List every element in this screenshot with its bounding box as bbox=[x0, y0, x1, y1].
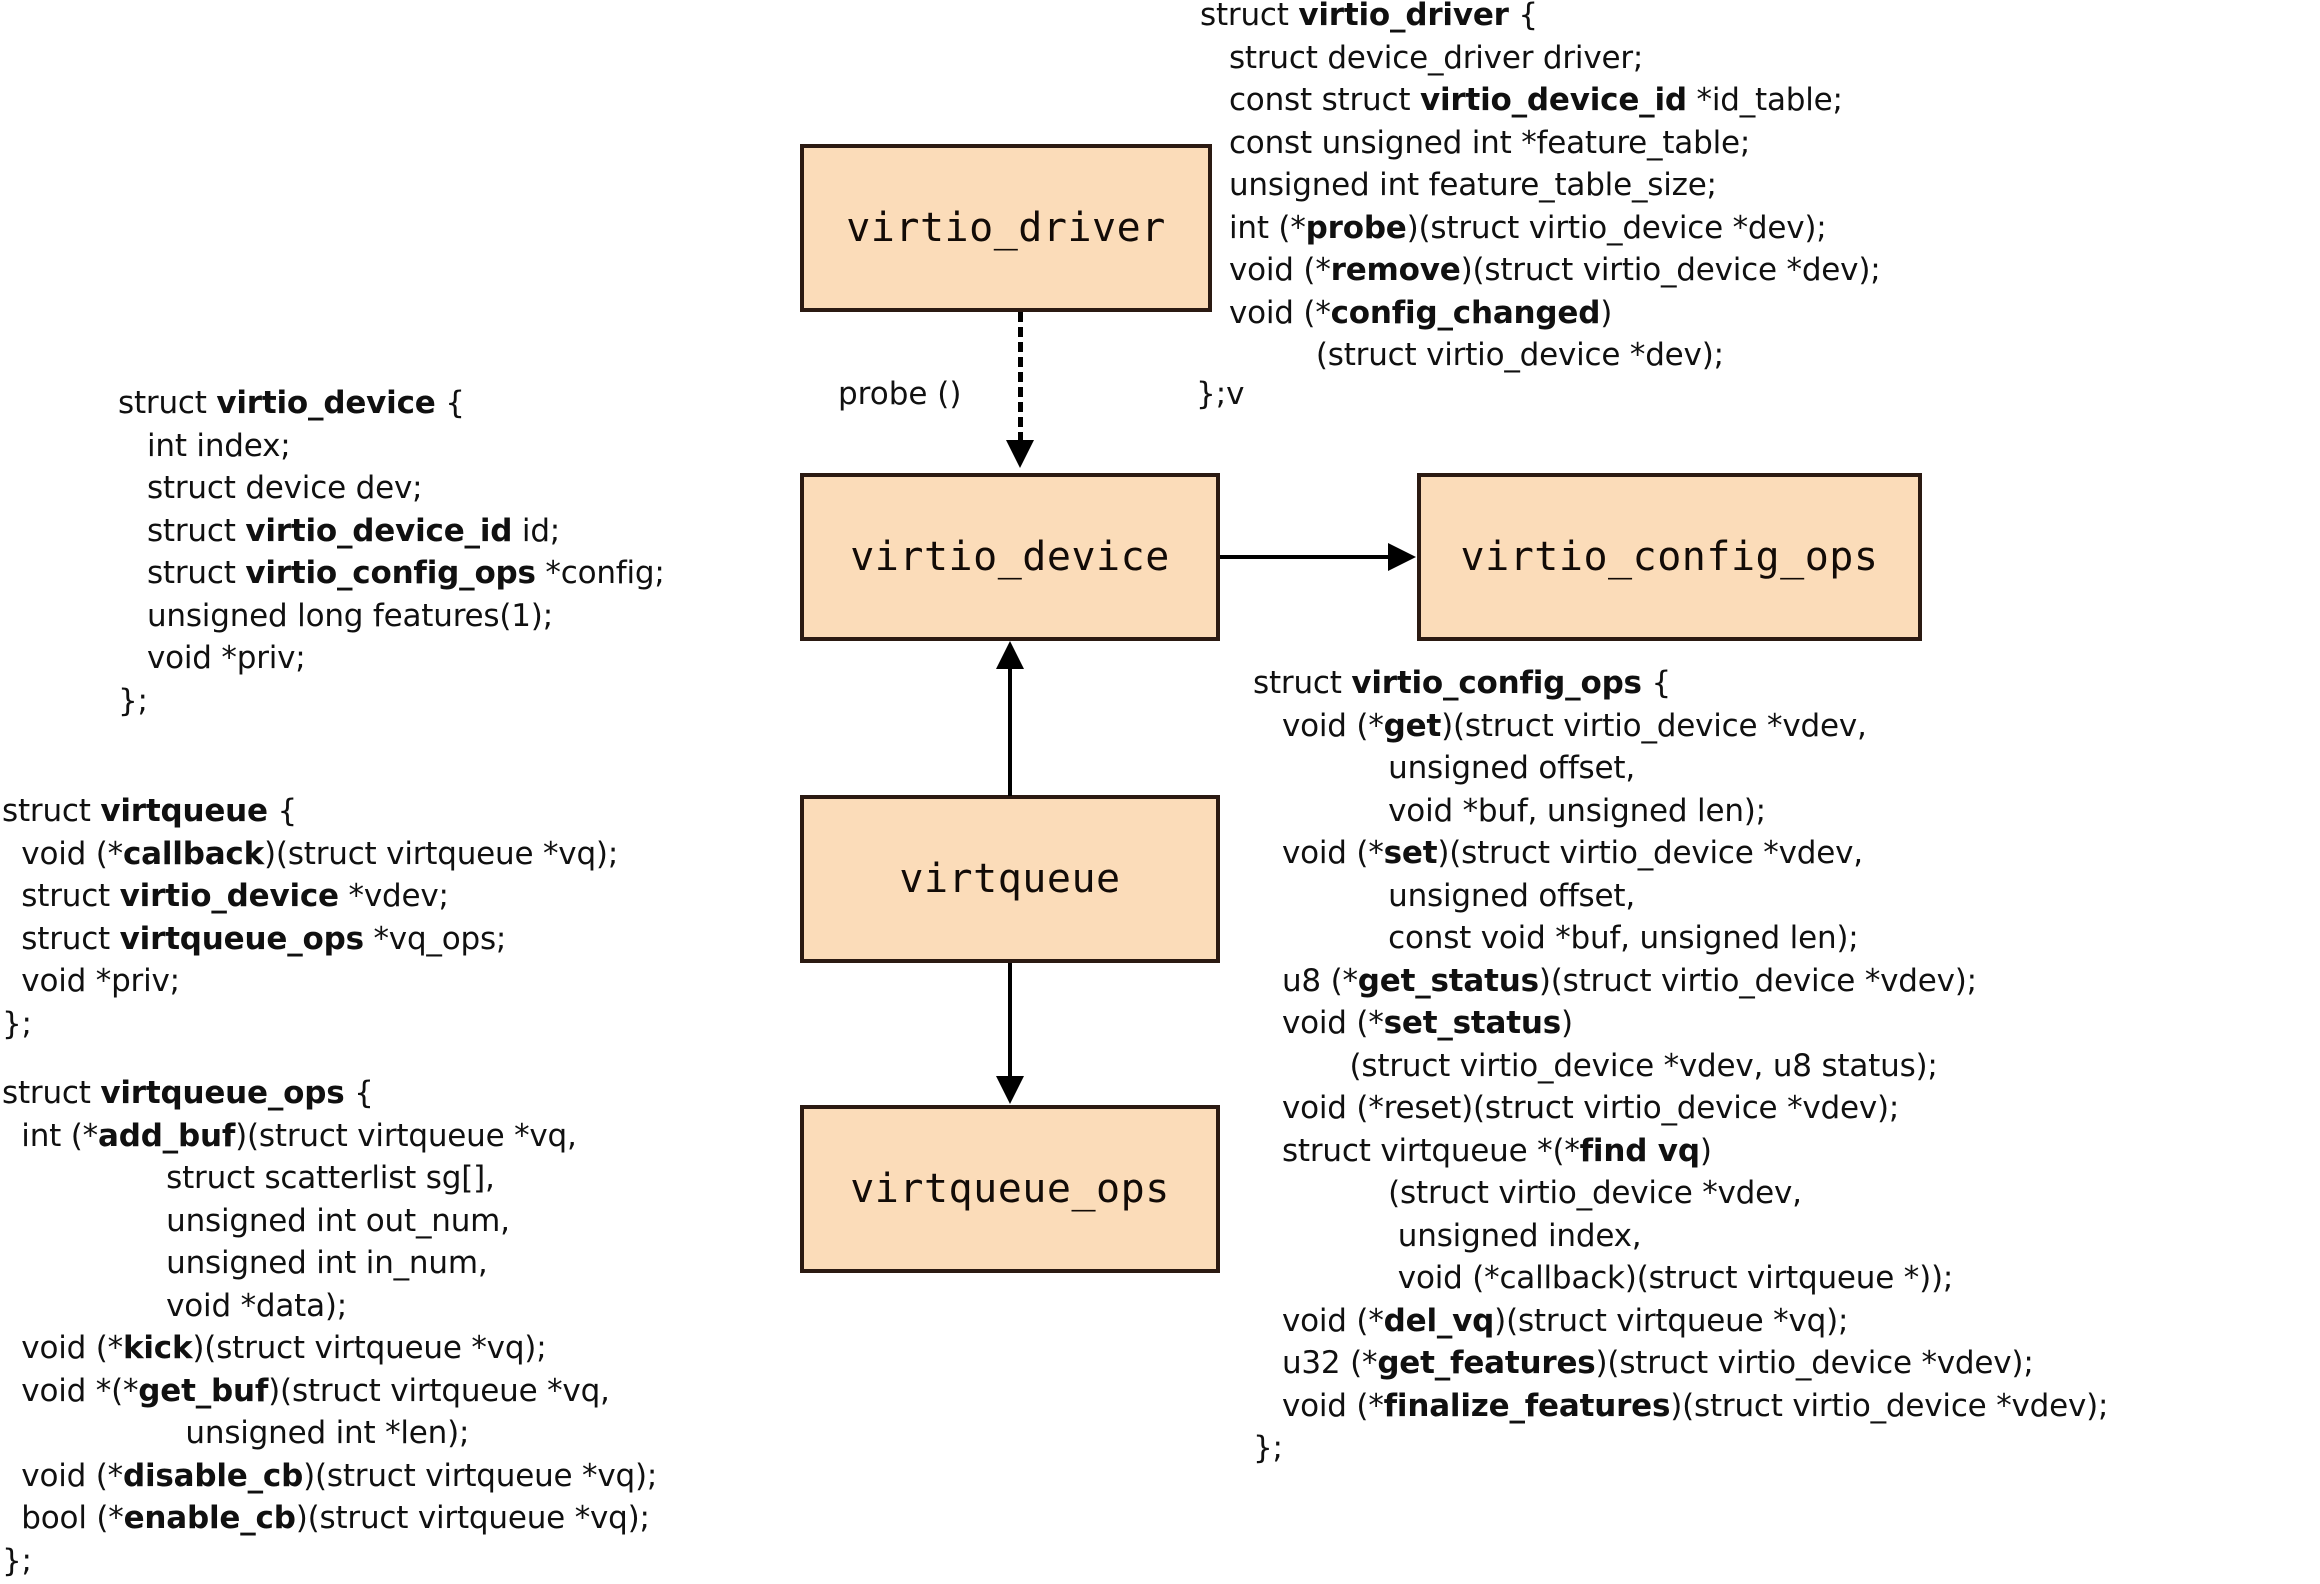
node-virtio-device[interactable]: virtio_device bbox=[800, 473, 1220, 641]
code-line: int (*probe)(struct virtio_device *dev); bbox=[1200, 209, 1827, 246]
node-virtqueue[interactable]: virtqueue bbox=[800, 795, 1220, 963]
node-virtqueue-ops[interactable]: virtqueue_ops bbox=[800, 1105, 1220, 1273]
edge-virtqueue-to-ops-line bbox=[1008, 963, 1012, 1076]
code-line: (struct virtio_device *vdev, u8 status); bbox=[1253, 1047, 1938, 1084]
code-line: void (*disable_cb)(struct virtqueue *vq)… bbox=[2, 1457, 658, 1494]
code-line: struct virtqueue *(*find vq) bbox=[1253, 1132, 1712, 1169]
code-line: void (*set)(struct virtio_device *vdev, bbox=[1253, 835, 1863, 871]
code-block-virtio-driver: struct virtio_driver { struct device_dri… bbox=[1200, 0, 1881, 377]
code-line: bool (*enable_cb)(struct virtqueue *vq); bbox=[2, 1500, 650, 1536]
code-line: void *data); bbox=[2, 1287, 348, 1324]
code-line: unsigned int out_num, bbox=[2, 1202, 510, 1239]
code-line: struct virtio_device { bbox=[118, 385, 465, 421]
code-line: u32 (*get_features)(struct virtio_device… bbox=[1253, 1345, 2034, 1381]
node-virtio-config-ops[interactable]: virtio_config_ops bbox=[1417, 473, 1922, 641]
code-line: unsigned index, bbox=[1253, 1217, 1642, 1254]
code-line: struct virtio_driver { bbox=[1200, 0, 1538, 33]
code-line: struct virtio_device_id id; bbox=[118, 512, 561, 549]
edge-virtqueue-to-ops-arrowhead-icon bbox=[996, 1076, 1024, 1104]
code-line: struct virtio_config_ops *config; bbox=[118, 555, 665, 591]
edge-probe-dashed-line bbox=[1018, 312, 1023, 442]
code-line: unsigned int in_num, bbox=[2, 1245, 488, 1281]
code-line: struct virtqueue_ops *vq_ops; bbox=[2, 920, 507, 957]
code-block-virtqueue-ops: struct virtqueue_ops { int (*add_buf)(st… bbox=[2, 1072, 657, 1582]
code-line: unsigned int feature_table_size; bbox=[1200, 167, 1717, 203]
node-virtio-device-label: virtio_device bbox=[850, 534, 1170, 580]
code-line: void (*remove)(struct virtio_device *dev… bbox=[1200, 252, 1881, 288]
code-line: struct virtqueue_ops { bbox=[2, 1075, 374, 1111]
code-line: unsigned int *len); bbox=[2, 1415, 470, 1451]
code-line: unsigned offset, bbox=[1253, 877, 1635, 914]
code-line: const void *buf, unsigned len); bbox=[1253, 920, 1859, 956]
code-line: struct virtqueue { bbox=[2, 793, 298, 829]
code-line: const unsigned int *feature_table; bbox=[1200, 124, 1751, 161]
code-line: struct device_driver driver; bbox=[1200, 39, 1644, 76]
node-virtqueue-label: virtqueue bbox=[899, 856, 1121, 902]
code-line: void (*del_vq)(struct virtqueue *vq); bbox=[1253, 1302, 1849, 1339]
code-line: void (*config_changed) bbox=[1200, 294, 1613, 331]
code-line: void *priv; bbox=[2, 963, 180, 999]
node-virtio-driver-label: virtio_driver bbox=[846, 205, 1166, 251]
edge-virtqueue-to-device-arrowhead-icon bbox=[996, 641, 1024, 669]
edge-probe-arrowhead-icon bbox=[1006, 440, 1034, 468]
edge-virtqueue-to-device-line bbox=[1008, 668, 1012, 796]
code-line: int (*add_buf)(struct virtqueue *vq, bbox=[2, 1117, 577, 1154]
code-line: void (*get)(struct virtio_device *vdev, bbox=[1253, 707, 1867, 744]
code-line: struct device dev; bbox=[118, 470, 423, 506]
code-line: u8 (*get_status)(struct virtio_device *v… bbox=[1253, 962, 1977, 999]
code-line: unsigned long features(1); bbox=[118, 597, 553, 634]
code-line: struct scatterlist sg[], bbox=[2, 1160, 495, 1196]
code-line: struct virtio_config_ops { bbox=[1253, 665, 1671, 701]
code-block-virtio-device: struct virtio_device { int index; struct… bbox=[118, 382, 665, 722]
code-line: int index; bbox=[118, 427, 291, 464]
code-line: const struct virtio_device_id *id_table; bbox=[1200, 82, 1843, 118]
code-line: void (*kick)(struct virtqueue *vq); bbox=[2, 1330, 547, 1366]
code-line: void (*finalize_features)(struct virtio_… bbox=[1253, 1387, 2109, 1424]
stray-closing-brace-text: };v bbox=[1196, 376, 1245, 412]
node-virtqueue-ops-label: virtqueue_ops bbox=[850, 1166, 1170, 1212]
code-block-virtio-config-ops: struct virtio_config_ops { void (*get)(s… bbox=[1253, 662, 2108, 1470]
edge-device-to-config-arrowhead-icon bbox=[1388, 543, 1416, 571]
code-line: (struct virtio_device *dev); bbox=[1200, 337, 1724, 373]
code-line: }; bbox=[2, 1005, 32, 1042]
code-line: }; bbox=[118, 682, 148, 719]
code-line: void (*reset)(struct virtio_device *vdev… bbox=[1253, 1090, 1900, 1126]
code-line: void (*callback)(struct virtqueue *)); bbox=[1253, 1260, 1954, 1296]
edge-label-probe: probe () bbox=[838, 376, 962, 412]
code-block-virtqueue: struct virtqueue { void (*callback)(stru… bbox=[2, 790, 618, 1045]
code-line: void *(*get_buf)(struct virtqueue *vq, bbox=[2, 1372, 610, 1409]
code-line: struct virtio_device *vdev; bbox=[2, 878, 449, 914]
code-line: void (*callback)(struct virtqueue *vq); bbox=[2, 835, 619, 872]
edge-device-to-config-line bbox=[1220, 555, 1390, 559]
code-line: void *buf, unsigned len); bbox=[1253, 792, 1766, 829]
node-virtio-driver[interactable]: virtio_driver bbox=[800, 144, 1212, 312]
code-line: (struct virtio_device *vdev, bbox=[1253, 1175, 1802, 1211]
code-line: void (*set_status) bbox=[1253, 1005, 1573, 1041]
code-line: }; bbox=[2, 1542, 32, 1579]
code-line: void *priv; bbox=[118, 640, 306, 676]
code-line: unsigned offset, bbox=[1253, 750, 1635, 786]
code-line: }; bbox=[1253, 1430, 1283, 1466]
node-virtio-config-ops-label: virtio_config_ops bbox=[1460, 534, 1879, 580]
